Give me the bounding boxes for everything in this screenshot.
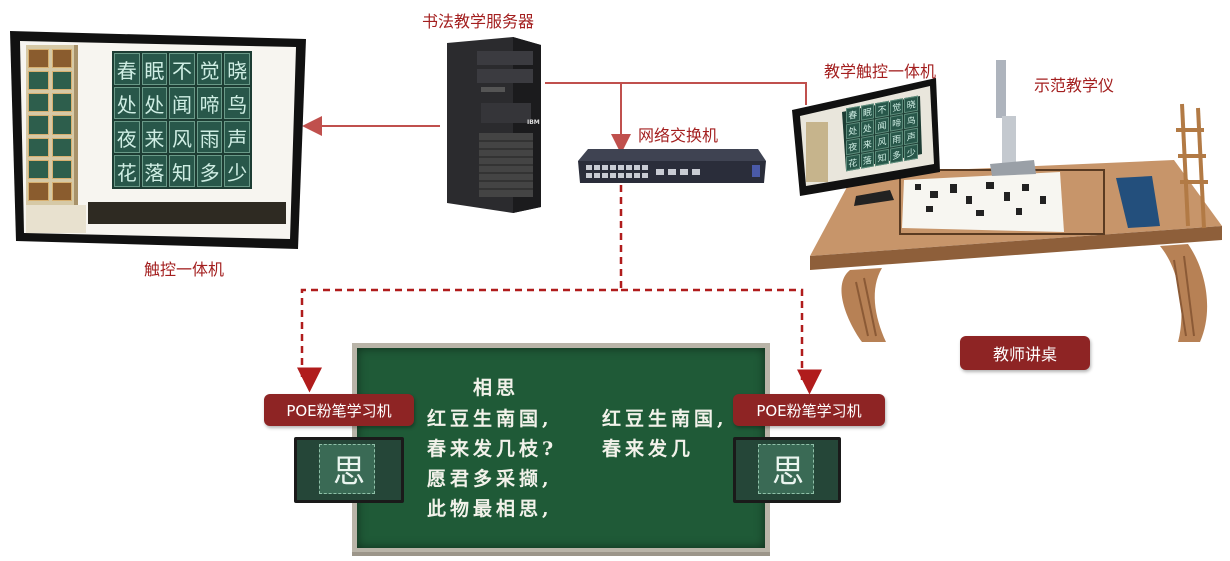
grid-cell: 知 bbox=[875, 148, 889, 167]
grid-cell: 闻 bbox=[169, 87, 195, 119]
grid-cell: 觉 bbox=[889, 98, 904, 116]
touch-panel-thumbnails bbox=[28, 49, 72, 201]
touch-panel-character-grid: 春眠不觉晓处处闻啼鸟夜来风雨声花落知多少 bbox=[112, 51, 252, 189]
grid-cell: 处 bbox=[846, 121, 860, 140]
grid-cell: 鸟 bbox=[224, 87, 250, 119]
switch-to-poe-dashed-line bbox=[297, 185, 623, 393]
grid-cell: 不 bbox=[169, 53, 195, 85]
poem-right-column: 红豆生南国, 春来发几 bbox=[602, 404, 728, 464]
server-brand-logo: IBM bbox=[527, 119, 540, 126]
grid-cell: 来 bbox=[860, 135, 875, 153]
grid-cell: 风 bbox=[875, 132, 889, 151]
poe-right-device: 思 bbox=[733, 437, 841, 503]
grid-cell: 夜 bbox=[846, 137, 860, 156]
poem-line-3: 愿君多采撷, bbox=[427, 468, 553, 490]
teaching-touch-panel-label: 教学触控一体机 bbox=[824, 62, 937, 81]
grid-cell: 啼 bbox=[196, 87, 223, 119]
grid-cell: 多 bbox=[889, 146, 904, 164]
network-switch bbox=[574, 147, 768, 187]
poe-left-device: 思 bbox=[294, 437, 404, 503]
grid-cell: 处 bbox=[141, 87, 168, 119]
grid-cell: 不 bbox=[875, 100, 889, 119]
grid-cell: 晓 bbox=[224, 53, 250, 85]
server-to-desk-line bbox=[545, 82, 807, 105]
poe-left-screen-char: 思 bbox=[333, 452, 366, 490]
poem-title: 相思 bbox=[473, 377, 520, 399]
grid-cell: 雨 bbox=[196, 121, 223, 153]
grid-cell: 处 bbox=[860, 119, 875, 137]
poe-right-screen-char: 思 bbox=[772, 452, 805, 490]
grid-cell: 春 bbox=[846, 105, 860, 124]
grid-cell: 少 bbox=[224, 155, 250, 187]
poe-right-label: POE粉笔学习机 bbox=[733, 394, 885, 426]
grid-cell: 处 bbox=[114, 87, 140, 119]
grid-cell: 春 bbox=[114, 53, 140, 85]
grid-cell: 风 bbox=[169, 121, 195, 153]
poem-copy-line-2: 春来发几 bbox=[602, 438, 695, 460]
grid-cell: 鸟 bbox=[904, 111, 918, 130]
teacher-desk-illustration: 春眠不觉晓处处闻啼鸟夜来风雨声花落知多少 bbox=[790, 56, 1226, 346]
grid-cell: 夜 bbox=[114, 121, 140, 153]
poem-line-1: 红豆生南国, bbox=[427, 408, 553, 430]
grid-cell: 声 bbox=[904, 127, 918, 146]
grid-cell: 多 bbox=[196, 155, 223, 187]
touch-panel-label: 触控一体机 bbox=[144, 260, 225, 279]
grid-cell: 花 bbox=[846, 153, 860, 172]
grid-cell: 落 bbox=[141, 155, 168, 187]
poem-left-column: 红豆生南国, 春来发几枝? 愿君多采撷, 此物最相思, bbox=[427, 404, 557, 524]
switch-to-poe-right-dashed-line bbox=[621, 288, 822, 395]
grid-cell: 闻 bbox=[875, 116, 889, 135]
grid-cell: 觉 bbox=[196, 53, 223, 85]
switch-label: 网络交换机 bbox=[638, 126, 719, 145]
server-tower: IBM bbox=[437, 37, 547, 213]
grid-cell: 来 bbox=[141, 121, 168, 153]
grid-cell: 落 bbox=[860, 151, 875, 169]
poe-left-label: POE粉笔学习机 bbox=[264, 394, 414, 426]
grid-cell: 眠 bbox=[860, 103, 875, 121]
blackboard: 相思 红豆生南国, 春来发几枝? 愿君多采撷, 此物最相思, 红豆生南国, 春来… bbox=[352, 343, 770, 556]
grid-cell: 知 bbox=[169, 155, 195, 187]
grid-cell: 啼 bbox=[889, 114, 904, 132]
poem-copy-line-1: 红豆生南国, bbox=[602, 408, 728, 430]
teaching-panel-character-grid: 春眠不觉晓处处闻啼鸟夜来风雨声花落知多少 bbox=[846, 95, 918, 172]
touch-panel-device: 春眠不觉晓处处闻啼鸟夜来风雨声花落知多少 bbox=[6, 27, 308, 253]
server-label: 书法教学服务器 bbox=[422, 12, 535, 31]
grid-cell: 花 bbox=[114, 155, 140, 187]
grid-cell: 声 bbox=[224, 121, 250, 153]
grid-cell: 晓 bbox=[904, 95, 918, 114]
grid-cell: 雨 bbox=[889, 130, 904, 148]
blackboard-chalk-tray bbox=[352, 552, 770, 556]
poem-line-4: 此物最相思, bbox=[427, 498, 553, 520]
grid-cell: 眠 bbox=[141, 53, 168, 85]
demo-device-label: 示范教学仪 bbox=[1034, 76, 1115, 95]
grid-cell: 少 bbox=[904, 143, 918, 162]
teacher-desk-label: 教师讲桌 bbox=[960, 336, 1090, 370]
poem-line-2: 春来发几枝? bbox=[427, 438, 558, 460]
